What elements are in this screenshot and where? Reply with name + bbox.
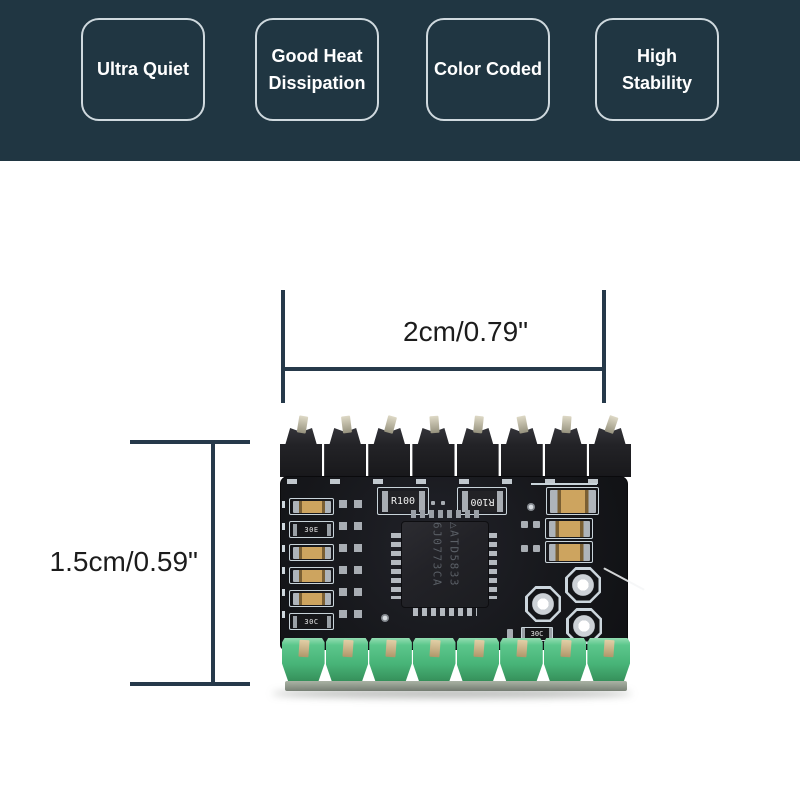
smd-resistor (545, 518, 593, 539)
hole-ring (572, 574, 594, 596)
socket (369, 638, 412, 682)
smd-pad (533, 521, 540, 528)
resistor-body (292, 546, 331, 559)
smd-resistor (289, 567, 334, 584)
badge-label: Color Coded (434, 59, 542, 80)
pin-header (280, 427, 323, 477)
sense-resistor-right: R100 (457, 487, 507, 515)
via (381, 614, 389, 622)
pin-header-body (456, 428, 499, 477)
badge-label: High Stability (621, 46, 692, 93)
chip-marking-line1: △ATD5833 (445, 522, 462, 608)
socket (587, 638, 630, 682)
component-label: 30E (292, 523, 331, 536)
pin-header-body (280, 428, 323, 477)
chip-pins-right (487, 533, 497, 599)
socket (500, 638, 543, 682)
chip-logo-icon: △ (447, 521, 461, 530)
socket (543, 638, 587, 682)
pin-header (588, 427, 631, 477)
chip-marking: △ATD5833 6J0773CA (429, 522, 462, 608)
smd-pad (533, 545, 540, 552)
pin-header (368, 427, 411, 477)
chip-part-number: ATD5833 (447, 529, 461, 587)
feature-badge-ultra-quiet: Ultra Quiet (81, 18, 205, 121)
socket (282, 638, 325, 682)
smd-resistor (546, 487, 599, 515)
height-dimension-cap-bottom (130, 682, 250, 686)
resistor-label: R100 (461, 490, 503, 512)
board-shadow (272, 689, 632, 698)
smd-pad (521, 545, 528, 552)
resistor-body (292, 500, 331, 513)
driver-module-board: 30E 30C R100 R100 △ATD5833 6J0773CA (280, 476, 645, 650)
height-dimension-line (211, 440, 215, 686)
chip-marking-line2: 6J0773CA (431, 521, 444, 587)
feature-badge-high-stability: High Stability (595, 18, 719, 121)
male-pin-header-row (280, 427, 631, 477)
sense-resistor-left: R100 (377, 487, 429, 515)
female-socket-row (282, 638, 630, 682)
chip-top-pads (411, 510, 479, 518)
smd-pad (441, 501, 445, 505)
width-dimension-cap-right (602, 290, 606, 403)
width-dimension-line (281, 367, 606, 371)
edge-silkscreen-ticks (282, 501, 285, 633)
pin-header (500, 427, 543, 477)
smd-pad-column (354, 500, 362, 632)
smd-pad (507, 629, 513, 639)
pin-header-body (412, 428, 455, 477)
stray-fiber (603, 567, 645, 591)
socket (412, 638, 456, 682)
feature-badge-color-coded: Color Coded (426, 18, 550, 121)
smd-component-30c: 30C (289, 613, 334, 630)
smd-resistor (289, 498, 334, 515)
width-dimension-cap-left (281, 290, 285, 403)
hole-ring (573, 615, 595, 637)
component-label: 30C (292, 615, 331, 628)
resistor-body (292, 592, 331, 605)
plated-hole (525, 586, 561, 622)
pin-header (412, 427, 455, 477)
smd-pad-column (339, 500, 347, 632)
pin-header (324, 427, 367, 477)
smd-resistor (289, 590, 334, 607)
smd-pad (431, 501, 435, 505)
pin-header-body (544, 428, 587, 477)
resistor-label: R100 (381, 490, 425, 512)
hole-ring (532, 593, 554, 615)
pin-header-body (500, 428, 543, 477)
driver-chip: △ATD5833 6J0773CA (401, 521, 489, 608)
pin-header (544, 427, 587, 477)
height-dimension-cap-top (130, 440, 250, 444)
via (527, 503, 535, 511)
silkscreen-line (531, 483, 597, 485)
width-dimension-label: 2cm/0.79" (403, 316, 529, 347)
badge-label: Ultra Quiet (96, 59, 189, 80)
pin-header-body (324, 428, 367, 477)
smd-component-30e: 30E (289, 521, 334, 538)
pin-header-body (368, 428, 411, 477)
smd-resistor (545, 541, 593, 563)
feature-badge-heat-dissipation: Good Heat Dissipation (255, 18, 379, 121)
resistor-body (548, 543, 590, 561)
resistor-body (549, 489, 596, 513)
plated-hole (565, 567, 601, 603)
resistor-body (548, 520, 590, 537)
height-dimension-label: 1.5cm/0.59" (49, 546, 198, 577)
pin-header (456, 427, 499, 477)
pin-header-body (588, 428, 631, 477)
badge-label: Good Heat Dissipation (268, 46, 366, 93)
socket (325, 638, 369, 682)
resistor-body (292, 569, 331, 582)
solder-pad-row (287, 479, 623, 484)
left-component-column: 30E 30C (289, 498, 334, 630)
smd-pad (521, 521, 528, 528)
smd-resistor (289, 544, 334, 561)
socket (456, 638, 500, 682)
chip-pins-left (391, 533, 401, 599)
feature-banner: Ultra Quiet Good Heat Dissipation Color … (0, 0, 800, 161)
board-edge (285, 681, 627, 691)
